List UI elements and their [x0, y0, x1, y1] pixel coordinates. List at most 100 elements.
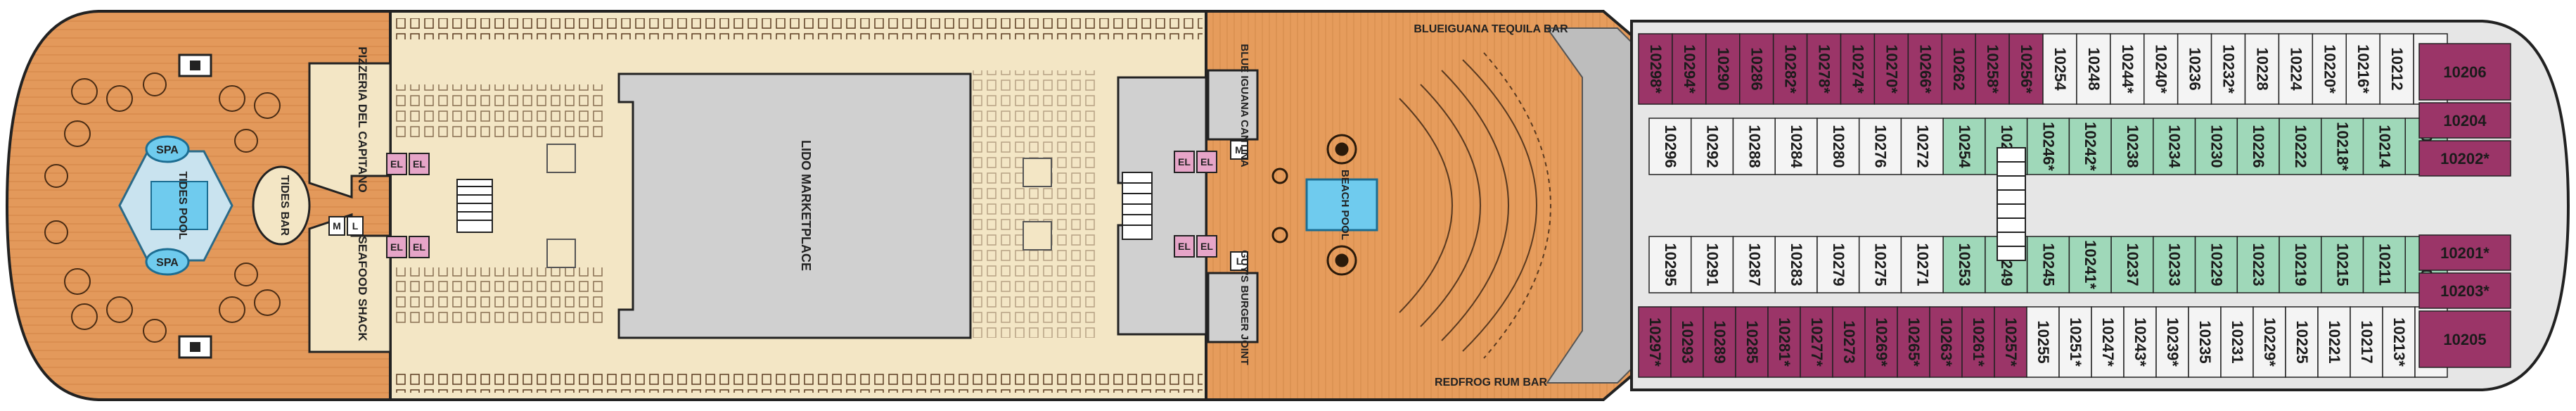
blue-iguana-cantina-label: BLUE IGUANA CANTINA — [1238, 44, 1250, 167]
cabin — [2285, 306, 2319, 378]
cabin-number: 10286 — [1748, 47, 1766, 90]
stern-restroom-l-label: L — [352, 220, 359, 232]
fwd-el-2: EL — [1200, 156, 1213, 167]
buffet-stations — [546, 144, 1052, 268]
cabin — [2110, 236, 2154, 293]
cabin-number: 10287 — [1745, 243, 1763, 286]
cabin — [2418, 43, 2511, 101]
cabin-number: 10223 — [2250, 243, 2267, 286]
cabin-number: 10278* — [1816, 44, 1833, 94]
cabin-number: 10263* — [1937, 317, 1955, 367]
spa-bottom-label: SPA — [156, 257, 179, 269]
cabin-number: 10237 — [2124, 243, 2141, 286]
cabin-number: 10215 — [2334, 243, 2352, 286]
pizzeria-label: PIZZERIA DEL CAPITANO — [356, 46, 369, 192]
cabin-number: 10232* — [2220, 44, 2238, 94]
cabin-number: 10206 — [2443, 63, 2486, 81]
cabin-number: 10217 — [2358, 320, 2376, 363]
cabin — [2279, 236, 2322, 293]
cabin — [1732, 118, 1776, 175]
cabin-number: 10270* — [1883, 44, 1900, 94]
beach-pool-label: BEACH POOL — [1339, 170, 1351, 240]
pizzeria-structure — [308, 62, 392, 199]
cabin-number: 10212 — [2388, 47, 2406, 90]
cabin — [1705, 33, 1741, 105]
cabin — [1961, 306, 1995, 378]
cabin-deck — [1630, 20, 2570, 391]
cabin-number: 10231 — [2229, 320, 2246, 363]
cabin — [2321, 236, 2364, 293]
cabin-number: 10261* — [1970, 317, 1987, 367]
cabin-number: 10296 — [1662, 125, 1679, 167]
cabin-number: 10293 — [1679, 320, 1696, 363]
cabin — [1994, 306, 2027, 378]
cabin-number: 10255 — [2034, 320, 2052, 363]
tides-pool — [150, 181, 208, 230]
stern-elevators — [386, 153, 430, 258]
cabin-number: 10245 — [2040, 243, 2058, 286]
fwd-el-3: EL — [1178, 241, 1191, 252]
cabin-number: 10258* — [1984, 44, 2001, 94]
cabin-number: 10254 — [1956, 125, 1973, 168]
cabin-number: 10238 — [2124, 125, 2141, 167]
cabin-number: 10290 — [1715, 47, 1732, 90]
cabin-number: 10234 — [2166, 125, 2184, 168]
cabin — [1873, 33, 1909, 105]
cabin — [2194, 118, 2238, 175]
pool-deck-tables — [1326, 134, 1357, 276]
cabin-number: 10279 — [1830, 243, 1847, 286]
cabin — [2418, 234, 2511, 271]
lido-seating-top — [394, 18, 1203, 39]
cabin — [1638, 306, 1672, 378]
fwd-el-4: EL — [1200, 241, 1213, 252]
cabin — [1739, 33, 1774, 105]
cabin — [1864, 306, 1898, 378]
guys-burger-joint — [1207, 272, 1259, 343]
cabin — [1772, 33, 1808, 105]
cabin-number: 10205 — [2443, 331, 2486, 348]
cabin-number: 10274* — [1849, 44, 1866, 94]
cabin-number: 10214 — [2376, 125, 2393, 168]
hot-tub-marker-2 — [1271, 227, 1288, 244]
cabin-number: 10235 — [2196, 320, 2214, 363]
lido-seating-bottom — [394, 372, 1203, 393]
guys-burger-joint-label: GUY'S BURGER JOINT — [1238, 250, 1250, 365]
cabin — [2382, 306, 2416, 378]
cabin — [1670, 306, 1704, 378]
cabin-number: 10218* — [2334, 122, 2352, 171]
cabin — [2418, 102, 2511, 139]
cabin — [1942, 236, 1986, 293]
stern-el-3: EL — [390, 241, 403, 253]
cabin-number: 10271 — [1914, 243, 1931, 286]
blue-iguana-cantina — [1207, 69, 1259, 141]
cabin-number: 10222 — [2292, 125, 2309, 167]
blue-iguana-tequila-bar-label: BLUEIGUANA TEQUILA BAR — [1414, 23, 1568, 35]
cabin-number: 10288 — [1745, 125, 1763, 167]
cabin-number: 10244* — [2119, 44, 2136, 94]
spa-bottom-tub — [145, 248, 190, 276]
cabin-number: 10233 — [2166, 243, 2184, 286]
cabin — [2026, 306, 2060, 378]
spa-top-label: SPA — [156, 144, 179, 156]
stern-el-2: EL — [413, 158, 425, 170]
cabin — [2253, 306, 2286, 378]
cabin — [2076, 33, 2111, 105]
cabin-number: 10230 — [2207, 125, 2225, 167]
stern-restroom-m — [328, 216, 345, 236]
cabin-number: 10291 — [1704, 243, 1722, 286]
cabin-number: 10228 — [2253, 47, 2271, 90]
cabin-number: 10280 — [1830, 125, 1847, 167]
cabin-number: 10248 — [2085, 47, 2103, 90]
redfrog-rum-bar-label: REDFROG RUM BAR — [1435, 377, 1547, 388]
cabin-number: 10229* — [2261, 317, 2279, 367]
cabin-number: 10224 — [2287, 47, 2305, 91]
cabin-number: 10226 — [2250, 125, 2267, 167]
stern-stairs — [456, 179, 493, 233]
cabin — [1703, 306, 1736, 378]
cabin — [2026, 236, 2070, 293]
cabin-number: 10289 — [1711, 320, 1729, 363]
cabin-number: 10297* — [1646, 317, 1664, 367]
